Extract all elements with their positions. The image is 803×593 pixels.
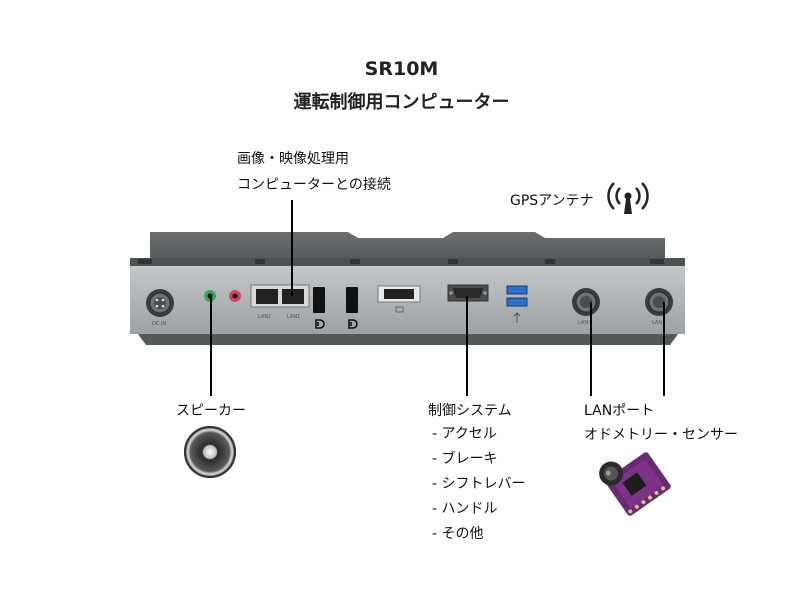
usb-ports xyxy=(506,285,528,323)
lan-b-port-label: LAN xyxy=(652,320,662,326)
displayport-icon xyxy=(348,319,358,329)
m12-lan-connector-a: LAN xyxy=(572,288,600,326)
displayport-1 xyxy=(313,287,325,329)
lan-port-subtitle: オドメトリー・センサー xyxy=(584,427,738,443)
lan2-port-label: LAN2 xyxy=(258,314,271,320)
displayport-2 xyxy=(346,287,358,329)
control-system-title: 制御システム xyxy=(428,403,512,419)
gps-antenna-icon xyxy=(607,182,649,214)
displayport-icon xyxy=(315,319,325,329)
product-subtitle: 運転制御用コンピューター xyxy=(293,92,510,113)
gps-label: GPSアンテナ xyxy=(510,193,594,209)
lan-ports: LAN2 LAN1 xyxy=(250,284,310,320)
lan-port-title: LANポート xyxy=(584,403,655,419)
dc-in-connector: DC IN xyxy=(146,289,174,327)
speaker-label: スピーカー xyxy=(176,403,246,419)
model-title: SR10M xyxy=(364,58,439,80)
control-system-list: - アクセル - ブレーキ - シフトレバー - ハンドル - その他 xyxy=(432,422,526,547)
control-item-brake: - ブレーキ xyxy=(432,451,498,467)
dc-in-port-label: DC IN xyxy=(152,321,166,327)
speaker-icon xyxy=(184,426,236,478)
lan1-port-label: LAN1 xyxy=(287,314,300,320)
usb-icon xyxy=(513,312,521,323)
image-computer-label-line1: 画像・映像処理用 xyxy=(237,151,349,167)
control-item-steering: - ハンドル xyxy=(432,501,498,517)
callout-lines xyxy=(210,200,665,396)
dvi-port xyxy=(377,285,421,313)
m12-lan-connector-b: LAN xyxy=(645,288,673,326)
control-item-other: - その他 xyxy=(432,526,484,542)
image-computer-label-line2: コンピューターとの接続 xyxy=(237,177,391,193)
control-item-accel: - アクセル xyxy=(432,426,497,442)
sensor-board-icon xyxy=(599,452,671,516)
lan-a-port-label: LAN xyxy=(578,320,588,326)
serial-com-port xyxy=(447,284,489,302)
mic-in-jack xyxy=(229,290,241,302)
control-item-shift: - シフトレバー xyxy=(432,476,526,492)
